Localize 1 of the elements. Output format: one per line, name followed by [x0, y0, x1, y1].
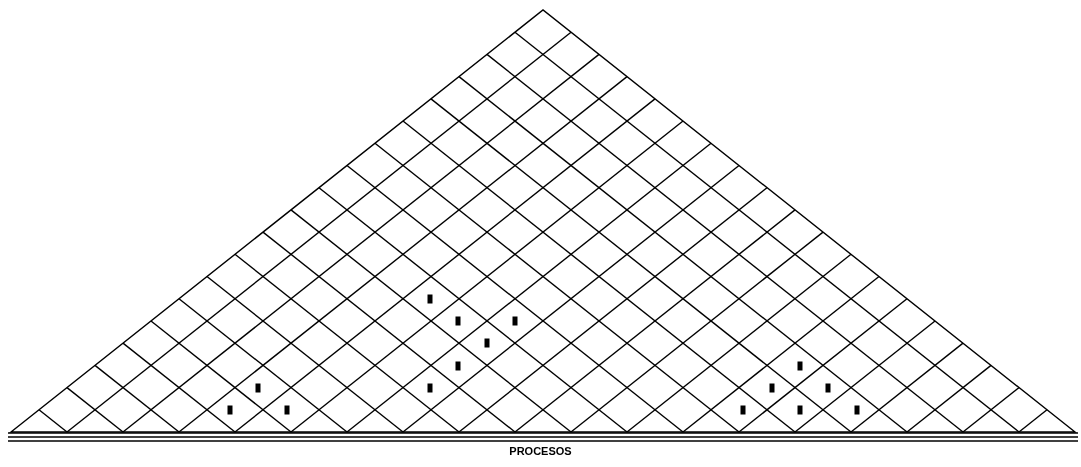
- axis-label: PROCESOS: [509, 445, 572, 457]
